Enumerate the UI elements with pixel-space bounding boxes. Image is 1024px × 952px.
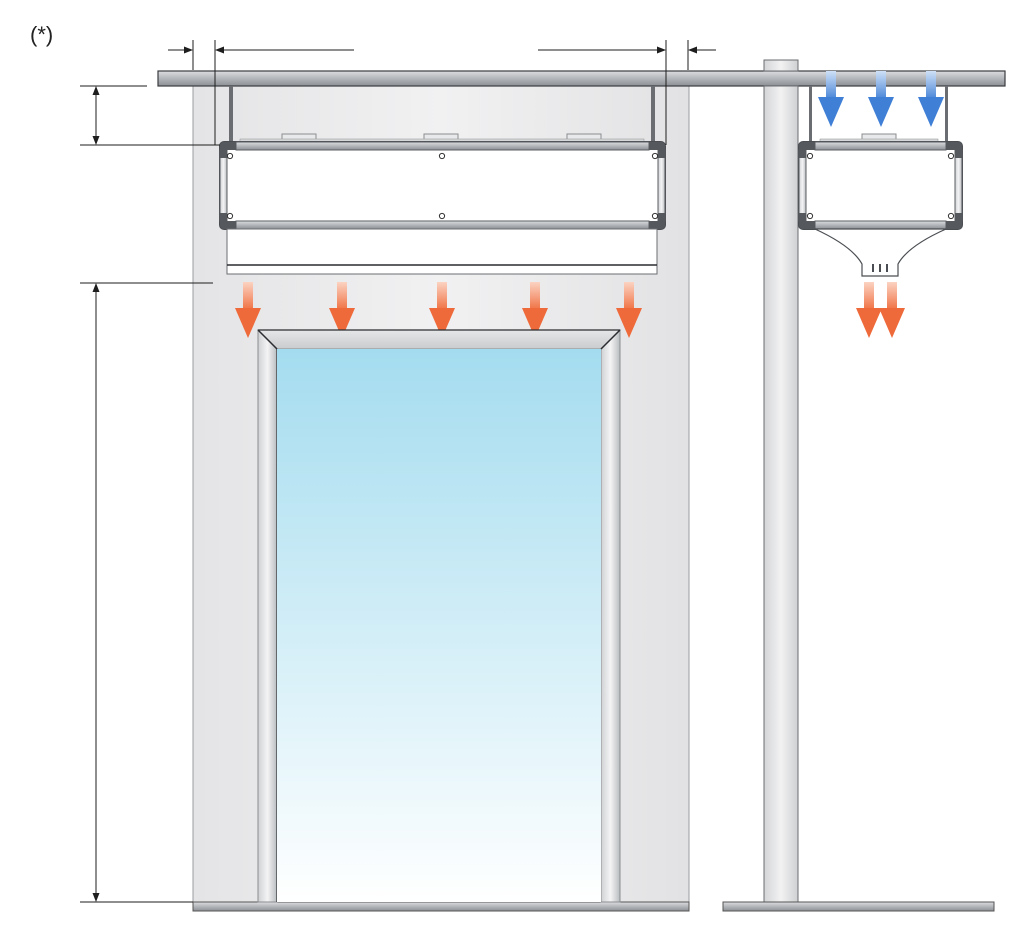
warm-air-arrow-icon: [879, 282, 905, 338]
side-column: [763, 85, 799, 903]
footnote-asterisk: (*): [30, 22, 54, 47]
air-curtain-unit-front: [219, 141, 666, 230]
warm-air-arrows-front: [235, 282, 642, 338]
discharge-grille: [226, 228, 658, 275]
discharge-nozzle: [814, 228, 947, 277]
dimension-arrowheads: [92, 46, 697, 902]
cool-air-arrow-icon: [918, 71, 944, 127]
floor-strip-left: [192, 901, 690, 912]
warm-air-arrow-icon: [856, 282, 882, 338]
air-curtain-unit-side: [798, 141, 963, 230]
warm-air-arrow-icon: [235, 282, 261, 338]
warm-air-arrow-icon: [429, 282, 455, 338]
cool-air-arrow-icon: [868, 71, 894, 127]
cool-air-arrow-icon: [818, 71, 844, 127]
hanging-rod-right: [651, 86, 655, 142]
warm-air-arrows-side: [856, 282, 905, 338]
warm-air-arrow-icon: [616, 282, 642, 338]
floor-strip-right: [722, 901, 995, 912]
warm-air-arrow-icon: [329, 282, 355, 338]
side-rod-right: [945, 86, 948, 142]
warm-air-arrow-icon: [522, 282, 548, 338]
side-column-cap: [763, 59, 799, 72]
ceiling-slab: [157, 70, 1006, 87]
side-rod-left: [809, 86, 812, 142]
hanging-rod-left: [229, 86, 233, 142]
door-glass: [277, 349, 601, 902]
cool-air-arrows: [818, 71, 944, 127]
dimension-lines: [80, 40, 716, 903]
